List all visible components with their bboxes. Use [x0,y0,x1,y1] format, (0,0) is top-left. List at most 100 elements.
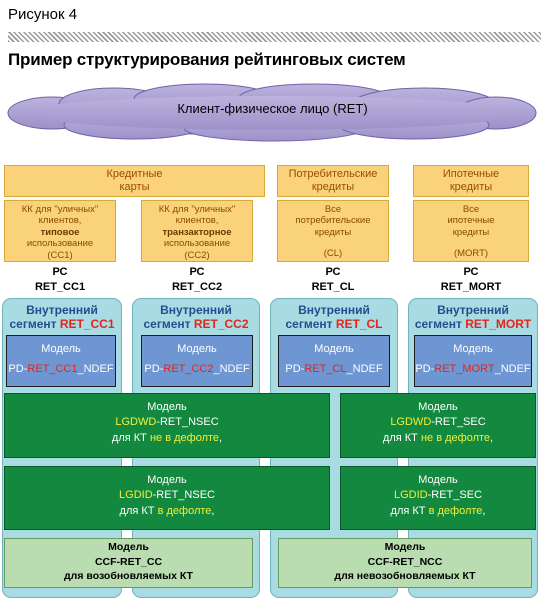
model-condition: в дефолте [157,504,212,517]
subproduct-text: использование [26,238,94,250]
model-description: для возобновляемых КТ [64,570,193,583]
model-code: RET_CL [304,363,347,375]
segment-code: RET_MORT [465,316,532,331]
lgdwd-model-sec: Модель LGDWD-RET_SEC для КТ не в дефолте… [340,393,536,458]
rating-system-prefix: РС [325,266,341,278]
rating-system-prefix: РС [189,266,205,278]
model-name: CCF-RET_NCC [367,555,443,568]
subproduct-cl: Все потребительские кредиты (CL) [277,200,389,262]
model-code: RET_MORT [434,363,495,375]
subproduct-text: КК для "уличных" [21,204,99,215]
rating-system-code: RET_CL [311,280,355,293]
diagram-title: Пример структурирования рейтинговых сист… [8,50,406,69]
model-suffix: _NDEF [494,363,531,375]
model-condition-prefix: для КТ [111,431,150,444]
rating-system-code: RET_CC1 [34,280,86,293]
model-name-highlight: LGDWD [115,416,157,429]
model-condition: в дефолте [428,504,483,517]
segment-code: RET_CC2 [193,316,249,331]
model-name-rest: -RET_SEC [431,416,486,429]
subproduct-code: (CL) [323,248,343,260]
model-code: RET_CC2 [163,363,214,375]
segment-title-cc2: Внутренний сегмент RET_CC2 [132,303,260,332]
subproduct-text: КК для "уличных" [158,204,236,215]
subproduct-text: клиентов, [38,215,82,227]
model-condition: не в дефолте [149,431,220,444]
model-prefix: PD- [144,363,164,375]
subproduct-text: Все [462,204,480,215]
rating-system-prefix: РС [463,266,479,278]
model-description: для невозобновляемых КТ [334,570,476,583]
segment-title-cc1: Внутренний сегмент RET_CC1 [2,303,122,332]
rating-system-cc1: РС RET_CC1 [0,265,120,295]
segment-title-prefix: сегмент [143,316,191,331]
model-label: Модель [177,343,217,355]
hatched-divider [8,32,541,42]
rating-system-code: RET_MORT [440,280,502,293]
subproduct-text: потребительские [295,215,371,227]
product-consumer-loans: Потребительские кредиты [277,165,389,197]
segment-title-prefix: сегмент [285,316,333,331]
lgdid-model-nsec: Модель LGDID-RET_NSEC для КТ в дефолте, [4,466,330,530]
cloud-label: Клиент-физическое лицо (RET) [177,101,368,116]
lgdwd-model-nsec: Модель LGDWD-RET_NSEC для КТ не в дефолт… [4,393,330,458]
model-label: Модель [147,401,187,413]
model-label: Модель [314,343,354,355]
rating-system-cl: РС RET_CL [273,265,393,295]
rating-system-mort: РС RET_MORT [411,265,531,295]
model-label: Модель [418,474,458,486]
model-name: CCF-RET_CC [94,555,163,568]
model-name-highlight: LGDWD [390,416,432,429]
subproduct-code: (CC1) [47,249,73,261]
subproduct-text: кредиты [314,226,352,238]
model-name-highlight: LGDID [119,489,153,502]
pd-model-cl: Модель PD-RET_CL_NDEF [278,335,390,387]
model-label: Модель [41,343,81,355]
pd-model-mort: Модель PD-RET_MORT_NDEF [414,335,532,387]
lgdid-model-sec: Модель LGDID-RET_SEC для КТ в дефолте, [340,466,536,530]
model-name-rest: -RET_SEC [427,489,483,502]
model-condition-suffix: , [219,431,223,444]
model-label: Модель [384,541,426,553]
model-condition-prefix: для КТ [390,504,429,517]
model-suffix: _NDEF [77,363,114,375]
model-label: Модель [108,541,149,553]
subproduct-text: кредиты [452,226,490,238]
model-condition-suffix: , [211,504,215,517]
subproduct-mort: Все ипотечные кредиты (MORT) [413,200,529,262]
model-condition-prefix: для КТ [382,431,421,444]
subproduct-cc2: КК для "уличных" клиентов, транзакторное… [141,200,253,262]
model-prefix: PD- [8,363,28,375]
model-label: Модель [453,343,493,355]
model-code: RET_CC1 [27,363,78,375]
ccf-model-cc: Модель CCF-RET_CC для возобновляемых КТ [4,538,253,588]
product-label: Ипотечные кредиты [442,167,500,193]
segment-code: RET_CL [335,316,383,331]
model-name-rest: -RET_NSEC [152,489,215,502]
product-label: Потребительские кредиты [288,167,378,193]
model-condition: не в дефолте [420,431,491,444]
model-condition-prefix: для КТ [119,504,158,517]
subproduct-text: Все [324,204,342,215]
pd-model-cc2: Модель PD-RET_CC2_NDEF [141,335,253,387]
model-condition-suffix: , [482,504,486,517]
segment-code: RET_CC1 [59,316,115,331]
subproduct-text: транзакторное [162,226,232,238]
model-prefix: PD- [285,363,305,375]
model-condition-suffix: , [490,431,494,444]
model-prefix: PD- [415,363,435,375]
model-label: Модель [418,401,458,413]
segment-title-mort: Внутренний сегмент RET_MORT [408,303,538,332]
segment-title-line: Внутренний [26,303,98,317]
subproduct-text: ипотечные [447,215,495,227]
figure-label: Рисунок 4 [8,6,78,23]
rating-system-prefix: РС [52,266,68,278]
subproduct-text: клиентов, [175,215,219,227]
subproduct-cc1: КК для "уличных" клиентов, типовое испол… [4,200,116,262]
segment-title-line: Внутренний [437,303,509,317]
subproduct-text: типовое [40,226,80,238]
client-cloud [7,83,537,142]
product-label: Кредитные карты [106,167,163,193]
segment-title-line: Внутренний [298,303,370,317]
segment-title-prefix: сегмент [9,316,57,331]
